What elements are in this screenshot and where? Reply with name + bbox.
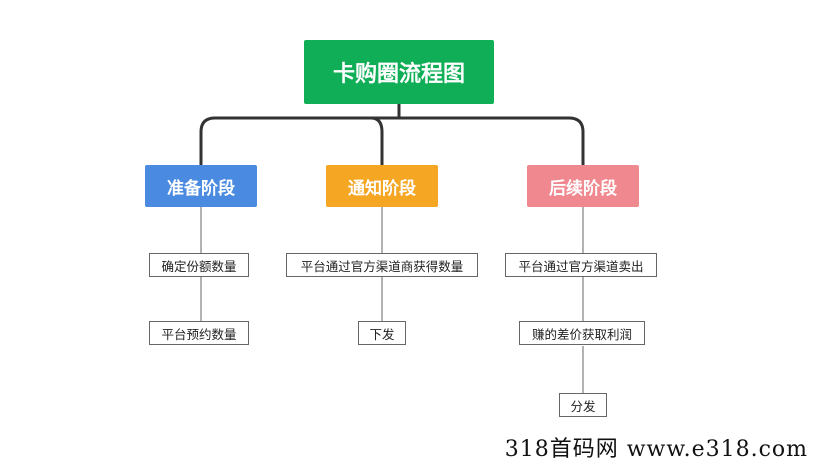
step-node: 下发 xyxy=(358,321,406,345)
root-node: 卡购圈流程图 xyxy=(304,40,494,104)
root-connector xyxy=(199,104,585,165)
step-node: 确定份额数量 xyxy=(149,253,249,277)
step-node: 平台预约数量 xyxy=(149,321,249,345)
step-node: 赚的差价获取利润 xyxy=(519,321,645,345)
watermark-text: 318首码网 www.e318.com xyxy=(504,437,808,462)
stage-node-prepare: 准备阶段 xyxy=(145,165,257,207)
step-node: 平台通过官方渠道商获得数量 xyxy=(286,253,478,277)
step-node: 分发 xyxy=(559,393,607,417)
step-node: 平台通过官方渠道卖出 xyxy=(505,253,657,277)
stage-node-notify: 通知阶段 xyxy=(326,165,438,207)
stage-node-followup: 后续阶段 xyxy=(527,165,639,207)
